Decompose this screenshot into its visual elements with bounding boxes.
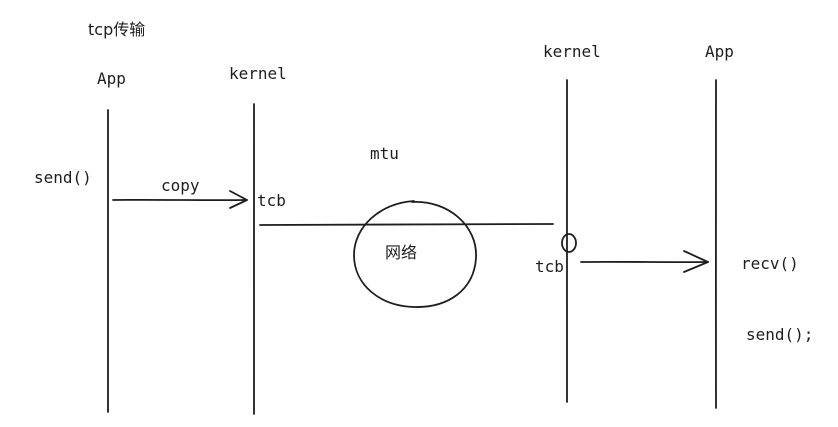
diagram-title: tcp传输 [88,20,146,39]
send-call-label: send() [34,168,92,187]
receiver-kernel-label: kernel [543,42,601,61]
receiver-send-call-label: send(); [746,325,814,344]
network-circle [353,200,477,308]
receiver-tcb-label: tcb [535,257,564,276]
recv-arrow-head [683,250,709,273]
packet-circle [561,233,577,253]
copy-arrow-head [229,190,248,209]
network-link-line [259,223,554,226]
mtu-label: mtu [370,144,399,163]
copy-label: copy [161,176,200,195]
network-label: 网络 [385,243,418,262]
sender-app-label: App [97,69,126,88]
sender-kernel-label: kernel [229,64,287,83]
sender-tcb-label: tcb [257,191,286,210]
receiver-app-label: App [705,42,734,61]
recv-call-label: recv() [741,254,799,273]
